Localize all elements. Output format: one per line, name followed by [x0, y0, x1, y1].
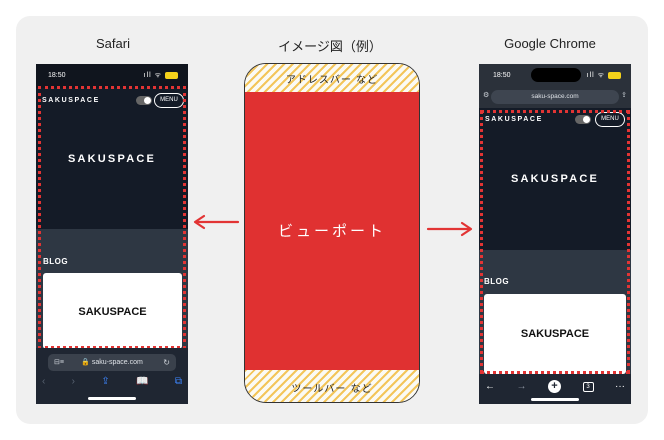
concept-title: イメージ図（例） [278, 40, 382, 55]
safari-phone: 18:50 ıll ᯤ SAKUSPACE MENU SAKUSPACE BLO… [36, 64, 188, 404]
status-icons: ıll ᯤ [144, 71, 178, 80]
back-icon[interactable]: ‹ [42, 376, 46, 387]
viewport-highlight [38, 86, 186, 349]
share-icon[interactable]: ⇪ [621, 92, 627, 99]
forward-icon[interactable]: › [71, 376, 76, 387]
status-time: 18:50 [48, 72, 66, 79]
blog-card-title: SAKUSPACE [78, 306, 147, 318]
safari-title: Safari [96, 36, 130, 51]
aA-icon[interactable]: ⊟≡ [54, 359, 64, 366]
viewport-highlight [480, 110, 630, 374]
theme-toggle[interactable] [136, 96, 152, 105]
status-time: 18:50 [493, 72, 511, 79]
address-bar[interactable]: ⊟≡ 🔒 saku-space.com ↻ [48, 354, 176, 371]
battery-icon [608, 71, 621, 79]
tabs-icon[interactable]: ⧉ [174, 376, 182, 387]
site-brand: SAKUSPACE [485, 116, 543, 123]
address-text: 🔒 saku-space.com [81, 359, 143, 366]
status-bar: 18:50 ıll ᯤ [36, 64, 188, 88]
bookmarks-icon[interactable]: 📖 [136, 376, 149, 387]
share-icon[interactable]: ⇪ [101, 376, 110, 387]
reload-icon[interactable]: ↻ [163, 358, 170, 367]
blog-card[interactable]: SAKUSPACE [43, 273, 182, 349]
chrome-title: Google Chrome [504, 36, 596, 51]
battery-icon [165, 71, 178, 79]
address-bar-label: アドレスバー など [285, 75, 379, 86]
viewport-area: ビューポート [245, 92, 419, 370]
more-icon[interactable]: ··· [615, 381, 625, 392]
toolbar-row: ← → + 3 ··· [485, 380, 625, 393]
site-brand: SAKUSPACE [42, 97, 100, 104]
toolbar-label: ツールバー など [291, 384, 373, 395]
home-indicator [88, 397, 136, 400]
chrome-toolbar: ← → + 3 ··· [479, 374, 631, 404]
toolbar-area: ツールバー など [245, 370, 419, 402]
site-settings-icon[interactable]: ⚙ [483, 92, 490, 99]
new-tab-icon[interactable]: + [548, 380, 561, 393]
status-icons: ıll ᯤ [587, 71, 621, 80]
blog-card-title: SAKUSPACE [520, 328, 590, 340]
concept-phone: アドレスバー など ビューポート ツールバー など [244, 63, 420, 403]
theme-toggle[interactable] [575, 115, 591, 124]
dynamic-island [531, 68, 581, 82]
chrome-phone: 18:50 ıll ᯤ ⚙ saku-space.com ⇪ SAKUSPACE… [479, 64, 631, 404]
arrow-left-icon [193, 214, 240, 230]
forward-icon[interactable]: → [516, 381, 527, 392]
home-indicator [531, 398, 579, 401]
arrow-right-icon [426, 221, 473, 237]
address-url: saku-space.com [91, 359, 143, 366]
hero-title: SAKUSPACE [67, 153, 157, 165]
address-bar[interactable]: saku-space.com [491, 90, 619, 104]
blog-label: BLOG [484, 277, 510, 286]
back-icon[interactable]: ← [485, 381, 495, 392]
chrome-address-row: ⚙ saku-space.com ⇪ [479, 88, 631, 108]
safari-toolbar: ⊟≡ 🔒 saku-space.com ↻ ‹ › ⇪ 📖 ⧉ [36, 348, 188, 404]
toolbar-row: ‹ › ⇪ 📖 ⧉ [42, 376, 182, 387]
viewport-label: ビューポート [277, 222, 386, 240]
address-url: saku-space.com [531, 93, 579, 100]
blog-card[interactable]: SAKUSPACE [484, 294, 626, 374]
hero-title: SAKUSPACE [510, 173, 600, 185]
address-bar-area: アドレスバー など [245, 64, 419, 92]
blog-label: BLOG [43, 257, 69, 266]
tabs-icon[interactable]: 3 [582, 381, 594, 392]
status-bar: 18:50 ıll ᯤ [479, 64, 631, 88]
